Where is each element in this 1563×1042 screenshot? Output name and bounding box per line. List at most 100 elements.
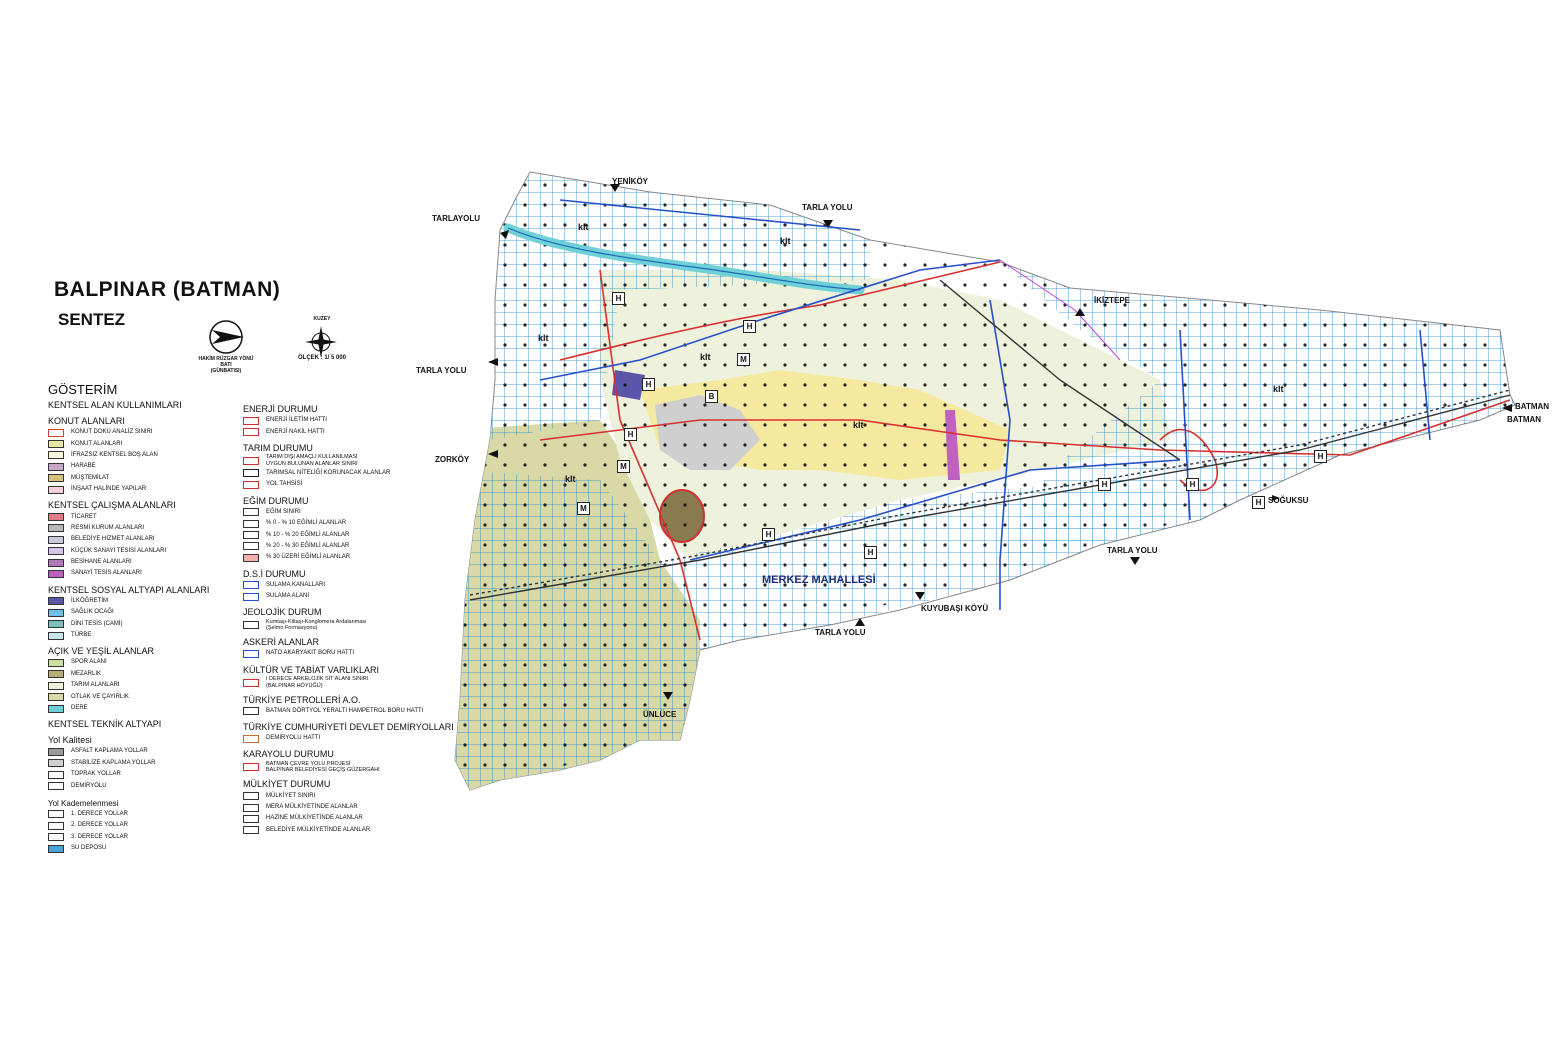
legend-swatch — [243, 519, 259, 528]
legend-item: 1. DERECE YOLLAR — [48, 809, 228, 820]
legend-swatch — [243, 621, 259, 630]
label-kuyubasi: KUYUBAŞI KÖYÜ — [921, 604, 989, 613]
legend-swatch — [48, 428, 64, 437]
legend-swatch — [243, 469, 259, 478]
map-title: BALPINAR (BATMAN) — [54, 278, 281, 301]
legend-swatch — [48, 704, 64, 713]
legend-item-label: SPOR ALANI — [71, 659, 107, 666]
legend-swatch — [243, 734, 259, 743]
legend-item: OTLAK VE ÇAYIRLIK — [48, 691, 228, 702]
legend-item: İFRAZSIZ KENTSEL BOŞ ALAN — [48, 450, 228, 461]
legend-item: NATO AKARYAKIT BORU HATTI — [243, 648, 443, 659]
legend-item: TARIMSAL NİTELİĞİ KORUNACAK ALANLAR — [243, 468, 443, 479]
legend-item-label: HAZİNE MÜLKİYETİNDE ALANLAR — [266, 815, 363, 822]
legend-item: KONUT ALANLARI — [48, 438, 228, 449]
legend-heading: KENTSEL ÇALIŞMA ALANLARI — [48, 500, 176, 511]
geology-label: klt — [538, 333, 549, 343]
legend-item: İNŞAAT HALİNDE YAPILAR — [48, 484, 228, 495]
legend-swatch — [48, 485, 64, 494]
legend-item: TİCARET — [48, 511, 228, 522]
legend-swatch — [48, 535, 64, 544]
legend-heading: TÜRKİYE PETROLLERİ A.O. — [243, 694, 361, 705]
legend-item-label: 3. DERECE YOLLAR — [71, 833, 128, 840]
blue-canal-lines — [539, 199, 1431, 610]
legend-swatch — [48, 693, 64, 702]
protected-agri-dots — [455, 172, 1515, 790]
legend-swatch — [48, 833, 64, 842]
legend-swatch — [48, 759, 64, 768]
legend-item-label: DERE — [71, 705, 88, 711]
legend-item: DERE — [48, 703, 228, 714]
legend-heading: D.S.İ DURUMU — [243, 568, 306, 579]
legend-swatch — [243, 581, 259, 590]
legend-item: % 30 ÜZERİ EĞİMLİ ALANLAR — [243, 552, 443, 563]
legend-item-label: KONUT ALANLARI — [71, 440, 123, 447]
legend-swatch — [243, 553, 259, 562]
label-yenikoy: YENİKÖY — [612, 177, 649, 186]
legend-item: DİNİ TESİS (CAMİ) — [48, 618, 228, 629]
label-tarlayolu-w: TARLA YOLU — [416, 366, 467, 375]
mark-b: B — [705, 390, 718, 403]
label-tarlayolu-s: TARLA YOLU — [815, 628, 866, 637]
legend-item: BELEDİYE MÜLKİYETİNDE ALANLAR — [243, 825, 443, 836]
legend-swatch — [243, 814, 259, 823]
legend-heading: TARIM DURUMU — [243, 442, 313, 453]
legend-swatch — [243, 416, 259, 425]
legend-title: GÖSTERİM — [48, 382, 118, 397]
wind-label-line3: (GÜNBATISI) — [210, 368, 242, 374]
legend-swatch — [48, 513, 64, 522]
legend-item: HAZİNE MÜLKİYETİNDE ALANLAR — [243, 813, 443, 824]
legend-swatch — [243, 678, 259, 687]
legend-item: MÜLKİYET SINIRI — [243, 790, 443, 801]
legend-swatch — [243, 792, 259, 801]
legend-swatch — [48, 451, 64, 460]
legend-item-label: DİNİ TESİS (CAMİ) — [71, 620, 123, 627]
legend-swatch — [48, 681, 64, 690]
legend-item-label: BATMAN DÖRTYOL YERALTI HAMPETROL BORU HA… — [266, 707, 424, 714]
mark-h: H — [762, 528, 775, 541]
legend-item-label: SULAMA ALANI — [266, 593, 310, 600]
legend-item: EĞİM SINIRI — [243, 507, 443, 518]
legend-swatch — [48, 620, 64, 629]
legend-item-label: % 0 - % 10 EĞİMLİ ALANLAR — [266, 520, 347, 527]
wind-label-line2: BATI — [220, 362, 232, 368]
legend-swatch — [243, 456, 259, 465]
legend-item-label: ENERJİ İLETİM HATTI — [266, 417, 327, 424]
legend-item: % 10 - % 20 EĞİMLİ ALANLAR — [243, 529, 443, 540]
wind-arrow-icon — [209, 320, 244, 354]
legend-item-label: BELEDİYE HİZMET ALANLARI — [71, 536, 155, 543]
legend-item: TARIM DIŞI AMAÇLI KULLANILMASI UYGUN BUL… — [243, 454, 443, 468]
legend-item: Kumtaşı-Kiltaşı-Konglomera Ardalanması (… — [243, 618, 443, 632]
legend-heading: ASKERİ ALANLAR — [243, 637, 320, 648]
legend-swatch — [48, 670, 64, 679]
legend-item-label: TOPRAK YOLLAR — [71, 771, 121, 778]
boundary-purple — [999, 259, 1121, 361]
legend-item-label: MÜŞTEMİLAT — [71, 474, 110, 481]
legend-item: KONUT DOKU ANALİZ SINIRI — [48, 427, 228, 438]
map-subtitle: SENTEZ — [58, 310, 126, 329]
legend-item-label: SU DEPOSU — [71, 845, 107, 852]
label-tarlayolu-top: TARLA YOLU — [802, 203, 853, 212]
legend-swatch — [48, 547, 64, 556]
legend-heading: KENTSEL ALAN KULLANIMLARI — [48, 400, 182, 410]
legend-item-label: % 20 - % 30 EĞİMLİ ALANLAR — [266, 542, 350, 549]
mark-m: M — [737, 353, 750, 366]
legend-item-label: YOL TAHSİSİ — [266, 481, 303, 488]
north-label: KUZEY — [313, 316, 331, 322]
wind-label-line1: HAKİM RÜZGAR YÖNÜ — [198, 356, 254, 362]
legend-item: SANAYİ TESİS ALANLARI — [48, 568, 228, 579]
label-zorkoy: ZORKÖY — [435, 455, 470, 464]
scale-label: ÖLÇEK : 1/ 5 000 — [297, 355, 347, 361]
legend-heading: KÜLTÜR VE TABİAT VARLIKLARI — [243, 664, 380, 675]
mark-h: H — [743, 320, 756, 333]
legend-swatch — [48, 782, 64, 791]
legend-item-label: İLKÖĞRETİM — [71, 597, 109, 604]
legend-swatch — [48, 770, 64, 779]
legend-swatch — [48, 747, 64, 756]
legend-left-column: KENTSEL ALAN KULLANIMLARI KONUT ALANLARI K… — [48, 400, 228, 854]
legend-item-label: 2. DERECE YOLLAR — [71, 822, 128, 829]
label-batman-1: BATMAN — [1515, 402, 1550, 411]
legend-item-label: SULAMA KANALLARI — [266, 581, 326, 588]
